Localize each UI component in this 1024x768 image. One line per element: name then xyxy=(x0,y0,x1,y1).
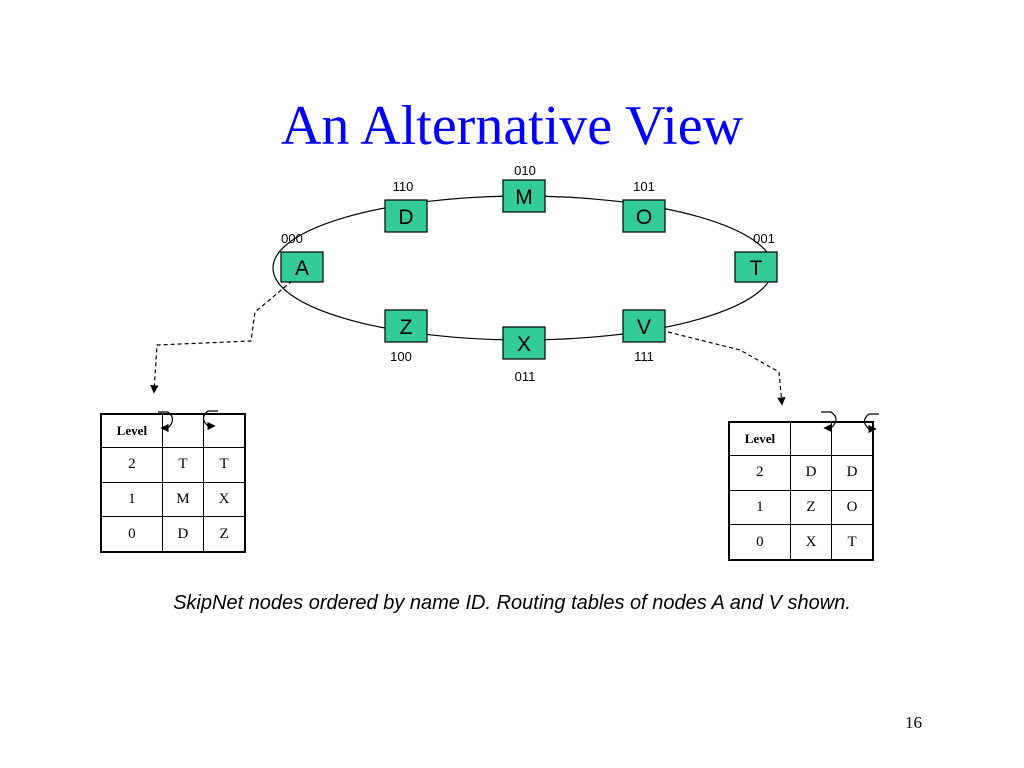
left-neighbor-cell: Z xyxy=(789,489,833,526)
left-neighbor-cell: D xyxy=(161,516,205,553)
level-cell: 1 xyxy=(100,481,163,518)
table-row: 0 D Z xyxy=(100,516,246,553)
node-x: X 011 xyxy=(502,326,546,384)
node-x-letter: X xyxy=(517,333,531,356)
level-cell: 1 xyxy=(728,489,791,526)
table-row: Level xyxy=(100,413,246,449)
level-cell: 2 xyxy=(728,455,791,491)
node-v-letter: V xyxy=(637,316,651,339)
level-cell: 0 xyxy=(100,516,163,553)
routing-table-v: Level 2 D D 1 Z O 0 X T xyxy=(728,421,874,561)
node-t-letter: T xyxy=(750,257,763,280)
node-v: V 111 xyxy=(622,309,666,364)
table-row: 2 D D xyxy=(728,455,874,491)
level-cell: 0 xyxy=(728,524,791,561)
right-neighbor-cell: D xyxy=(831,455,874,491)
node-m: M 010 xyxy=(502,163,546,213)
page-number: 16 xyxy=(905,713,922,732)
right-neighbor-cell: O xyxy=(831,489,874,526)
table-row: 0 X T xyxy=(728,524,874,561)
node-z: Z 100 xyxy=(384,309,428,364)
node-d-id: 110 xyxy=(393,179,414,194)
right-neighbor-cell: Z xyxy=(203,516,246,553)
node-d-letter: D xyxy=(398,206,413,229)
node-a-id: 000 xyxy=(281,231,303,246)
level-cell: 2 xyxy=(100,447,163,483)
right-neighbor-cell: T xyxy=(831,524,874,561)
right-neighbor-cell: X xyxy=(203,481,246,518)
left-neighbor-cell: T xyxy=(161,447,205,483)
table-row: 1 M X xyxy=(100,481,246,518)
slide-title: An Alternative View xyxy=(280,95,744,157)
node-o-letter: O xyxy=(636,206,652,229)
table-row: 2 T T xyxy=(100,447,246,483)
left-neighbor-cell: D xyxy=(789,455,833,491)
node-a: A 000 xyxy=(280,231,324,283)
routing-table-a: Level 2 T T 1 M X 0 D Z xyxy=(100,413,246,553)
level-header: Level xyxy=(728,421,791,457)
pointer-a-to-table xyxy=(150,280,293,394)
slide-caption: SkipNet nodes ordered by name ID. Routin… xyxy=(173,592,851,614)
pointer-v-to-table xyxy=(667,331,786,406)
node-o-id: 101 xyxy=(633,179,655,194)
ring-ellipse xyxy=(272,195,774,341)
node-m-id: 010 xyxy=(514,163,536,178)
node-m-letter: M xyxy=(515,186,533,209)
node-x-id: 011 xyxy=(515,369,536,384)
right-neighbor-cell: T xyxy=(203,447,246,483)
node-a-letter: A xyxy=(295,257,309,280)
node-v-id: 111 xyxy=(634,349,654,364)
node-o: O 101 xyxy=(622,179,666,233)
node-t: T 001 xyxy=(734,231,778,283)
node-z-letter: Z xyxy=(400,316,413,339)
node-d: D 110 xyxy=(384,179,428,233)
table-row: 1 Z O xyxy=(728,489,874,526)
node-t-id: 001 xyxy=(753,231,775,246)
node-z-id: 100 xyxy=(390,349,412,364)
left-neighbor-cell: M xyxy=(161,481,205,518)
table-row: Level xyxy=(728,421,874,457)
left-neighbor-cell: X xyxy=(789,524,833,561)
level-header: Level xyxy=(100,413,163,449)
